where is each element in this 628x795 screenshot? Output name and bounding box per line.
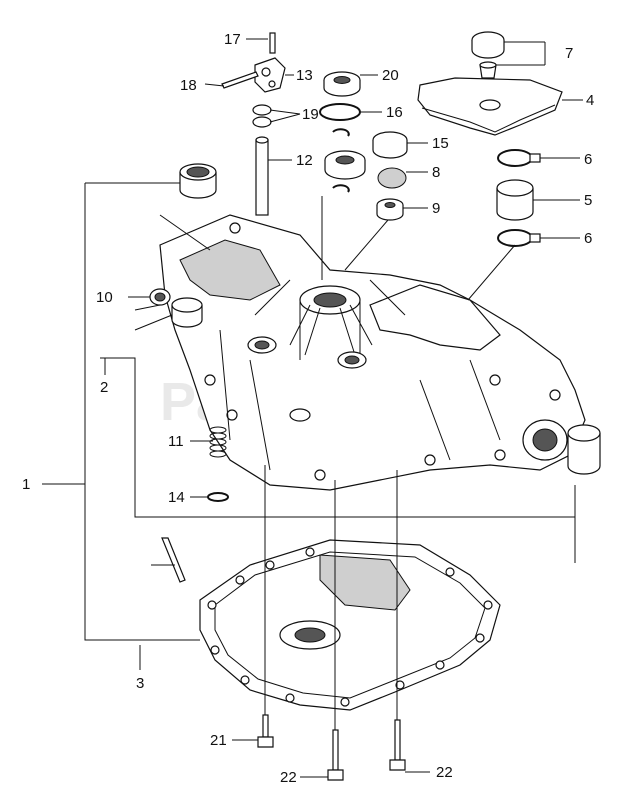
callout-11: 11 — [168, 433, 184, 450]
callout-3: 3 — [136, 675, 144, 692]
part-22-bolt-right — [389, 719, 406, 771]
callout-6-lower: 6 — [584, 230, 592, 247]
callout-21: 21 — [210, 732, 227, 749]
dipstick — [161, 537, 186, 583]
part-17-pin — [269, 32, 276, 54]
callout-22-center: 22 — [280, 769, 297, 786]
part-14-ring — [207, 492, 229, 502]
callout-17: 17 — [224, 31, 241, 48]
part-6-clamp-upper — [497, 149, 533, 167]
callout-4: 4 — [586, 92, 594, 109]
part-19-washer — [252, 104, 272, 116]
part-6-clamp-lower — [497, 229, 533, 247]
callout-8: 8 — [432, 164, 440, 181]
bushing-right — [567, 433, 601, 475]
lower-housing — [199, 539, 501, 711]
part-18-pin — [221, 71, 259, 89]
upper-housing — [159, 214, 586, 491]
part-21-bolt — [257, 714, 274, 748]
callout-12: 12 — [296, 152, 313, 169]
callouts: 17 18 13 20 19 16 12 15 8 9 7 4 6 5 6 10… — [22, 31, 594, 786]
callout-2: 2 — [100, 379, 108, 396]
callout-20: 20 — [382, 67, 399, 84]
callout-19: 19 — [302, 106, 319, 123]
callout-15: 15 — [432, 135, 449, 152]
callout-5: 5 — [584, 192, 592, 209]
callout-13: 13 — [296, 67, 313, 84]
part-5-hose — [496, 188, 534, 221]
part-11-spring — [209, 426, 227, 458]
part-12-shaft — [255, 139, 269, 216]
callout-10: 10 — [96, 289, 113, 306]
callout-18: 18 — [180, 77, 197, 94]
callout-9: 9 — [432, 200, 440, 217]
part-22-bolt-center — [327, 729, 344, 781]
callout-22-right: 22 — [436, 764, 453, 781]
callout-1: 1 — [22, 476, 30, 493]
part-13-arm — [254, 57, 286, 93]
callout-16: 16 — [386, 104, 403, 121]
callout-7: 7 — [565, 45, 573, 62]
leader-lines — [42, 38, 583, 778]
callout-14: 14 — [168, 489, 185, 506]
part-16-snap-ring — [319, 103, 361, 121]
callout-6-upper: 6 — [584, 151, 592, 168]
part-8-disc — [377, 167, 407, 189]
